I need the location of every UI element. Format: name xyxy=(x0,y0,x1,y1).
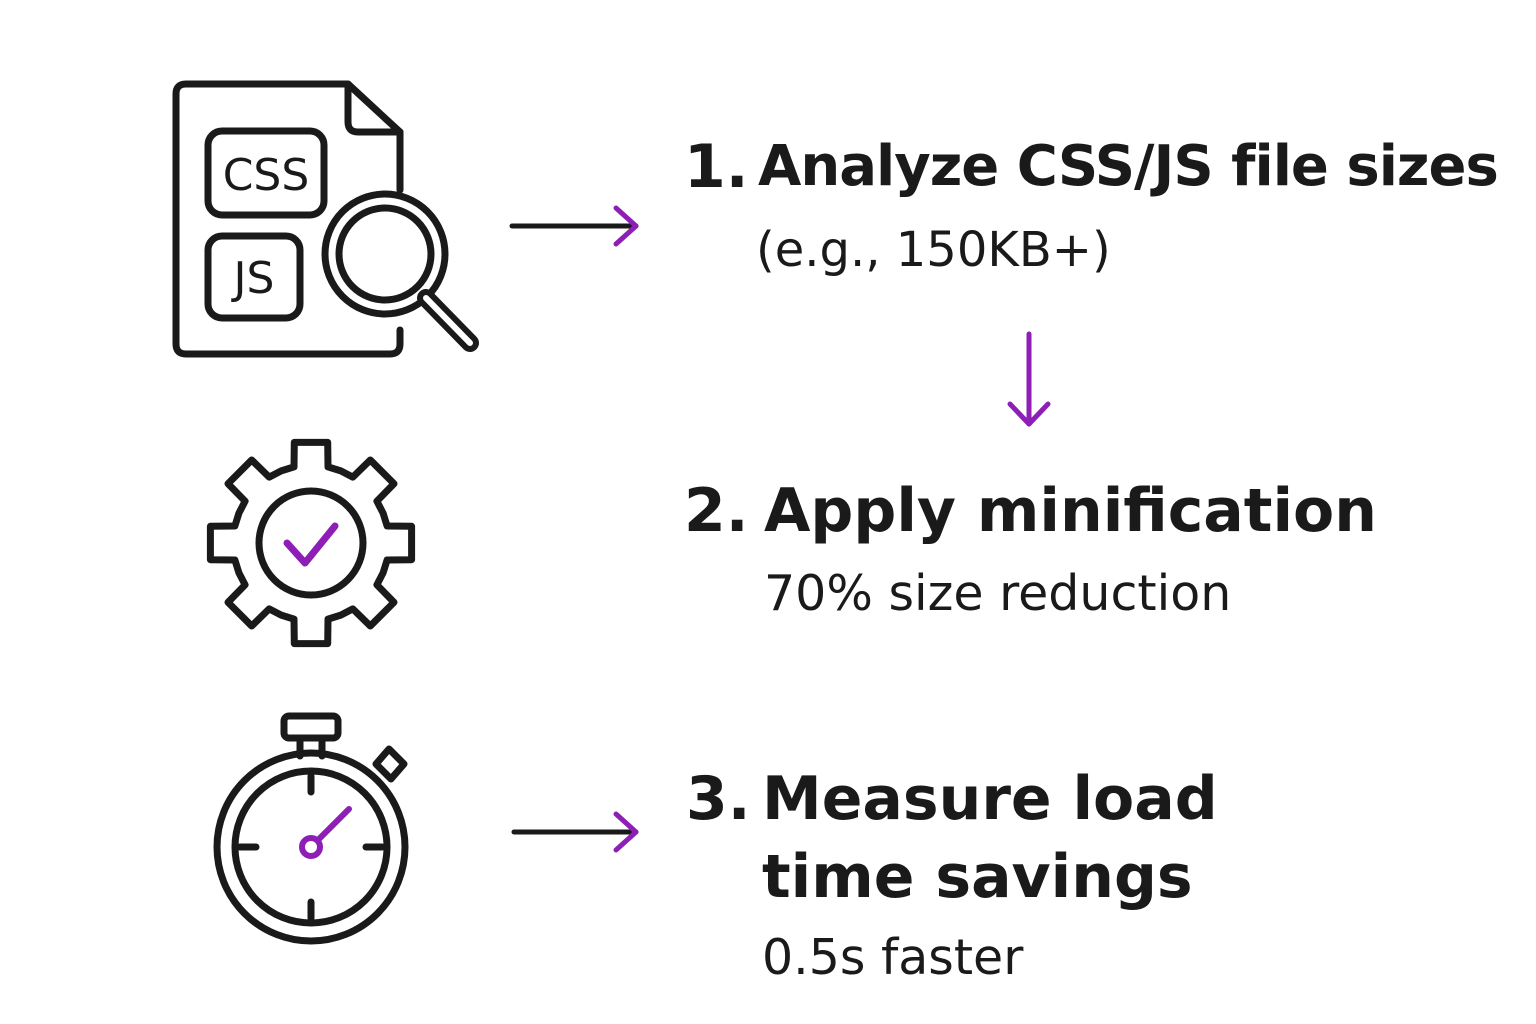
step-2-detail: 70% size reduction xyxy=(764,565,1232,622)
step-3-number: 3. xyxy=(686,764,751,834)
step-2-number: 2. xyxy=(684,476,749,546)
step-3-title: Measure load time savings xyxy=(762,764,1218,912)
gear-outline xyxy=(206,438,416,648)
step-1-detail: (e.g., 150KB+) xyxy=(756,222,1111,278)
step-1-number: 1. xyxy=(684,132,749,202)
step-3-detail: 0.5s faster xyxy=(762,929,1024,986)
css-badge-label: CSS xyxy=(223,150,310,201)
js-badge-label: JS xyxy=(231,253,275,304)
step-2-title: Apply minification xyxy=(764,476,1377,546)
step-1-title: Analyze CSS/JS file sizes xyxy=(758,134,1499,199)
